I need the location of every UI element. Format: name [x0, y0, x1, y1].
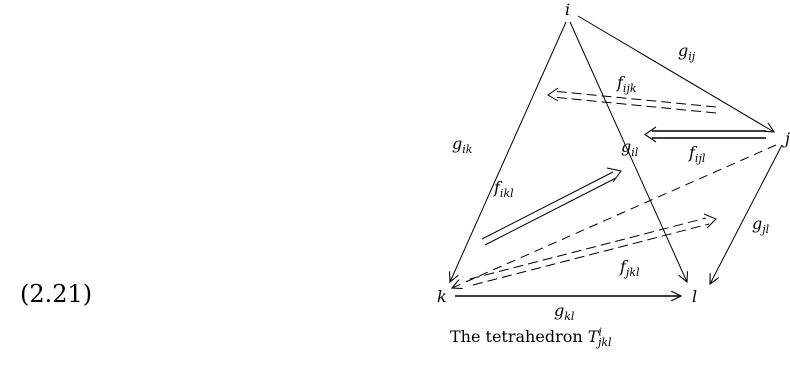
edge-label-g-ik: gik [452, 134, 473, 156]
caption-symbol: T [587, 327, 599, 346]
edge-j-l [710, 144, 783, 284]
vertex-label-i: i [565, 0, 570, 19]
vertex-label-j: j [782, 129, 790, 148]
edge-i-k [450, 21, 567, 282]
caption-text: The tetrahedron [450, 327, 583, 346]
edge-label-g-kl: gkl [554, 301, 575, 323]
edge-label-g-jl: gjl [752, 214, 770, 236]
face-label-f-ijl: fijl [688, 143, 706, 165]
face-arrow-jkl [469, 213, 717, 286]
edge-label-g-ij: gij [678, 41, 696, 63]
edge-j-k-dashed [452, 144, 777, 288]
face-arrow-ijk [547, 87, 717, 114]
caption-superscript: i [598, 325, 602, 339]
face-arrow-ikl [481, 167, 622, 246]
edge-i-l [569, 21, 687, 282]
edge-i-j [577, 15, 774, 132]
diagram-caption: The tetrahedron Tijkl [450, 325, 612, 350]
face-arrow-ijl [644, 126, 766, 143]
equation-number: (2.21) [20, 280, 93, 308]
face-label-f-ikl: fikl [493, 178, 514, 200]
face-label-f-ijk: fijk [616, 73, 637, 95]
vertex-label-l: l [692, 287, 697, 306]
edge-label-g-il: gil [621, 137, 639, 159]
vertex-label-k: k [437, 287, 447, 306]
face-label-f-jkl: fjkl [619, 257, 640, 279]
caption-subscript: jkl [597, 336, 612, 350]
